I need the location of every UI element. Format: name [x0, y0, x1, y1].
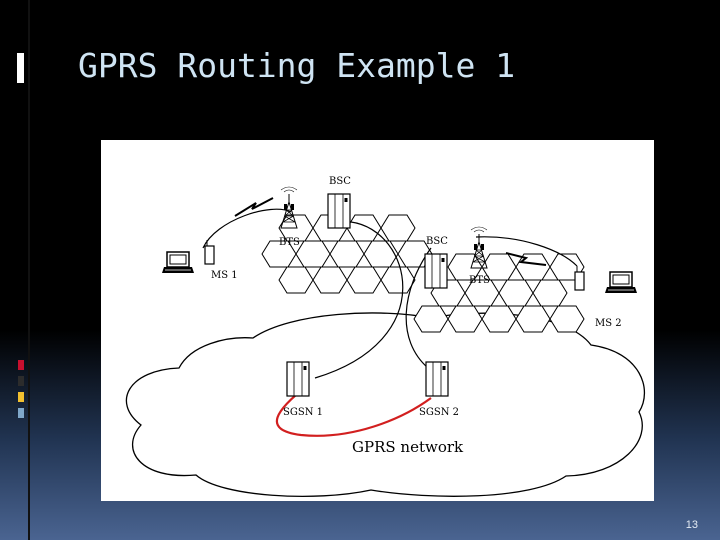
- accent-square-dark: [18, 376, 24, 386]
- accent-squares: [18, 360, 24, 424]
- slide-title: GPRS Routing Example 1: [78, 46, 516, 85]
- accent-square-blue: [18, 408, 24, 418]
- laptop-icon: [604, 271, 638, 294]
- mobile-phone-icon: [204, 239, 215, 265]
- bts-right-label: BTS: [469, 275, 490, 286]
- routing-path: [275, 384, 432, 437]
- bts-tower-icon: [280, 186, 298, 229]
- title-accent-bar: [17, 53, 24, 83]
- bsc-cabinet-icon: [327, 193, 351, 229]
- laptop-icon: [161, 251, 195, 274]
- bts-tower-icon: [470, 226, 488, 269]
- hex-cell-icon: [413, 253, 585, 333]
- sgsn-cabinet-icon: [425, 361, 449, 397]
- ms1-label: MS 1: [211, 270, 238, 281]
- sgsn2-label: SGSN 2: [419, 407, 459, 418]
- radio-link-icon: [505, 252, 547, 266]
- accent-square-red: [18, 360, 24, 370]
- network-links: [202, 208, 578, 379]
- bsc-cabinet-icon: [424, 253, 448, 289]
- divider-line: [28, 0, 30, 540]
- gprs-network-label: GPRS network: [352, 438, 464, 456]
- cloud-icon: [125, 312, 646, 498]
- gprs-diagram-svg: BSC BTS BSC BTS MS 1 MS 2 SGSN 1 SGSN 2 …: [125, 176, 646, 498]
- slide-number: 13: [685, 519, 698, 531]
- sgsn-cabinet-icon: [286, 361, 310, 397]
- bsc-right-label: BSC: [426, 236, 448, 247]
- accent-square-yellow: [18, 392, 24, 402]
- bsc-left-label: BSC: [329, 176, 351, 187]
- gprs-diagram: BSC BTS BSC BTS MS 1 MS 2 SGSN 1 SGSN 2 …: [101, 140, 654, 501]
- bts-left-label: BTS: [279, 237, 300, 248]
- radio-link-icon: [234, 197, 274, 217]
- ms2-label: MS 2: [595, 318, 622, 329]
- sgsn1-label: SGSN 1: [283, 407, 323, 418]
